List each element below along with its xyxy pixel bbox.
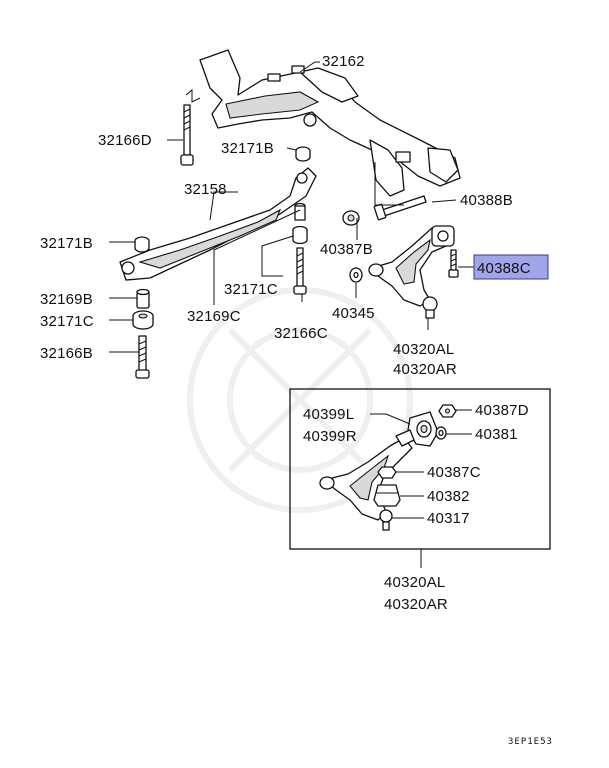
label-40320AL-top: 40320AL [393, 341, 454, 358]
bracket-32158[interactable] [119, 167, 317, 281]
label-32169B: 32169B [40, 291, 93, 308]
diagram-code: 3EP1E53 [508, 737, 553, 747]
label-32169C: 32169C [187, 308, 241, 325]
spacer-32169B[interactable] [136, 288, 150, 309]
label-40387D: 40387D [475, 402, 529, 419]
label-32162: 32162 [322, 53, 365, 70]
detail-box [289, 388, 551, 550]
bolt-32166B[interactable] [135, 335, 150, 379]
label-40399L: 40399L [303, 406, 354, 423]
label-32171B-left: 32171B [40, 235, 93, 252]
label-40399R: 40399R [303, 428, 357, 445]
nut-40387D[interactable] [438, 404, 457, 418]
label-40382: 40382 [427, 488, 470, 505]
label-32166B: 32166B [40, 345, 93, 362]
bushing-40399[interactable] [407, 411, 439, 447]
highlight-40388C [473, 254, 549, 280]
label-40388C: 40388C [477, 260, 531, 277]
lower-arm-40320AL-top[interactable] [368, 225, 455, 319]
spacer-32169C[interactable] [294, 202, 306, 221]
leader-lines [109, 61, 474, 568]
bushing-32171B-left[interactable] [134, 236, 150, 253]
label-40388B: 40388B [460, 192, 513, 209]
bolt-32166C[interactable] [293, 247, 307, 295]
label-40387B: 40387B [320, 241, 373, 258]
label-32158: 32158 [184, 181, 227, 198]
label-32166D: 32166D [98, 132, 152, 149]
label-40345: 40345 [332, 305, 375, 322]
dust-boot-40382[interactable] [373, 484, 401, 507]
label-32171C-mid: 32171C [224, 281, 278, 298]
ball-joint-40317[interactable] [379, 509, 393, 531]
label-40320AR-bottom: 40320AR [384, 596, 448, 613]
label-40387C: 40387C [427, 464, 481, 481]
label-40320AR-top: 40320AR [393, 361, 457, 378]
label-40381: 40381 [475, 426, 518, 443]
label-32171B-top: 32171B [221, 140, 274, 157]
bushing-32171C-left[interactable] [132, 310, 154, 330]
label-40317: 40317 [427, 510, 470, 527]
bolt-40388C[interactable] [448, 249, 459, 278]
label-40320AL-bottom: 40320AL [384, 574, 445, 591]
nut-40387C[interactable] [377, 466, 397, 479]
bolt-40388B[interactable] [373, 195, 427, 221]
bolt-32166D[interactable] [180, 104, 194, 166]
bushing-32171C-mid[interactable] [292, 225, 308, 245]
bushing-32171B-top[interactable] [295, 146, 311, 162]
crossmember-32162[interactable] [185, 49, 461, 197]
label-32171C-left: 32171C [40, 313, 94, 330]
lower-arm-body[interactable] [319, 429, 415, 521]
bushing-40387B[interactable] [342, 210, 360, 226]
washer-40381[interactable] [435, 426, 447, 440]
washer-40345[interactable] [349, 267, 363, 283]
label-32166C: 32166C [274, 325, 328, 342]
